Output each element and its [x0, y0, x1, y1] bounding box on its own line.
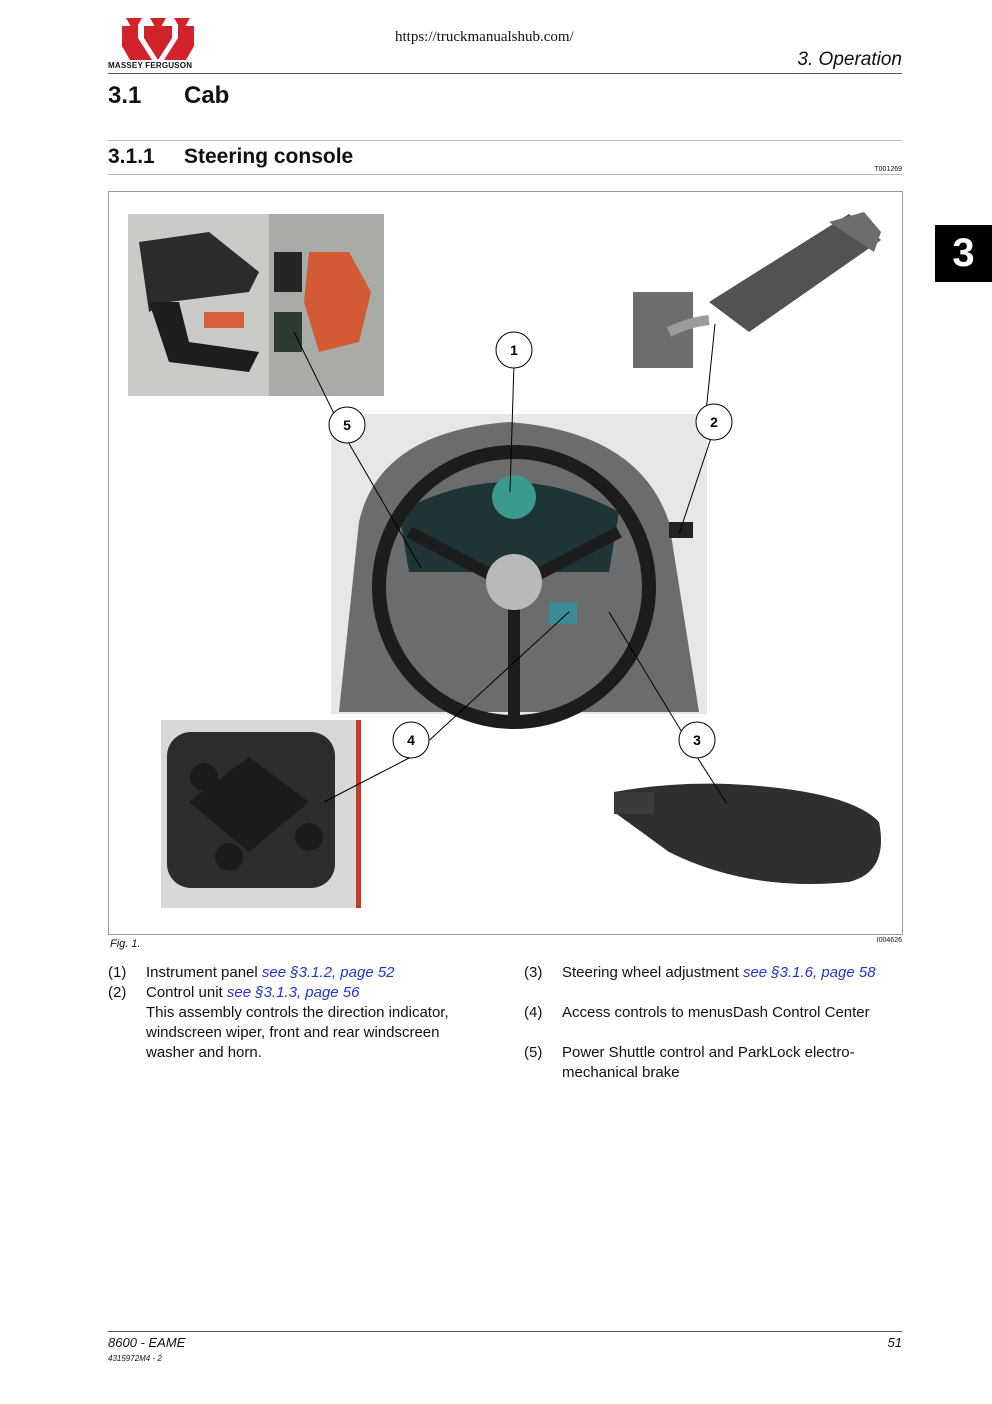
callout-2: 2: [695, 403, 733, 441]
legend-item-2-description: This assembly controls the direction ind…: [146, 1004, 449, 1061]
callout-markers: 1 2 3 4 5: [328, 331, 733, 759]
footer-model: 8600 - EAME: [108, 1335, 186, 1350]
link-instrument-panel[interactable]: see §3.1.2, page 52: [261, 964, 395, 981]
control-unit-inset: [633, 212, 881, 368]
svg-text:1: 1: [510, 342, 518, 358]
callout-1: 1: [495, 331, 533, 369]
link-control-unit[interactable]: see §3.1.3, page 56: [226, 984, 360, 1001]
link-steering-adjustment[interactable]: see §3.1.6, page 58: [742, 964, 876, 981]
steering-wheel-main: [331, 414, 707, 729]
image-code: I004626: [876, 937, 902, 944]
heading-2-number: 3.1.1: [108, 145, 155, 168]
heading-rule: [108, 140, 902, 141]
callout-5: 5: [328, 406, 366, 444]
adjustment-pedal-inset: [614, 783, 881, 884]
svg-text:5: 5: [343, 417, 351, 433]
page-number: 51: [887, 1335, 902, 1350]
figure-frame: 1 2 3 4 5: [108, 191, 903, 935]
massey-ferguson-logo: [122, 18, 194, 60]
steering-console-illustration: 1 2 3 4 5: [128, 212, 881, 908]
heading-1-title: Cab: [184, 82, 230, 109]
brand-name: MASSEY FERGUSON: [108, 61, 193, 70]
svg-text:2: 2: [710, 414, 718, 430]
figure-caption: Fig. 1.: [110, 938, 141, 950]
svg-text:3: 3: [693, 732, 701, 748]
leader-lines: [293, 323, 728, 805]
keypad-inset: [161, 720, 361, 908]
section-header: 3. Operation: [797, 49, 902, 70]
subheading-rule: [108, 174, 902, 175]
heading-1-number: 3.1: [108, 82, 142, 109]
topic-code: T001269: [874, 166, 902, 173]
header-rule: [108, 73, 902, 74]
power-shuttle-inset: [128, 214, 384, 396]
footer-rule: [108, 1331, 902, 1332]
chapter-tab: 3: [935, 225, 992, 282]
document-code: 4315972M4 - 2: [108, 1354, 162, 1363]
callout-4: 4: [392, 721, 430, 759]
source-url[interactable]: https://truckmanualshub.com/: [395, 29, 574, 45]
heading-2-title: Steering console: [184, 145, 354, 168]
svg-text:4: 4: [407, 732, 415, 748]
callout-3: 3: [678, 721, 716, 759]
